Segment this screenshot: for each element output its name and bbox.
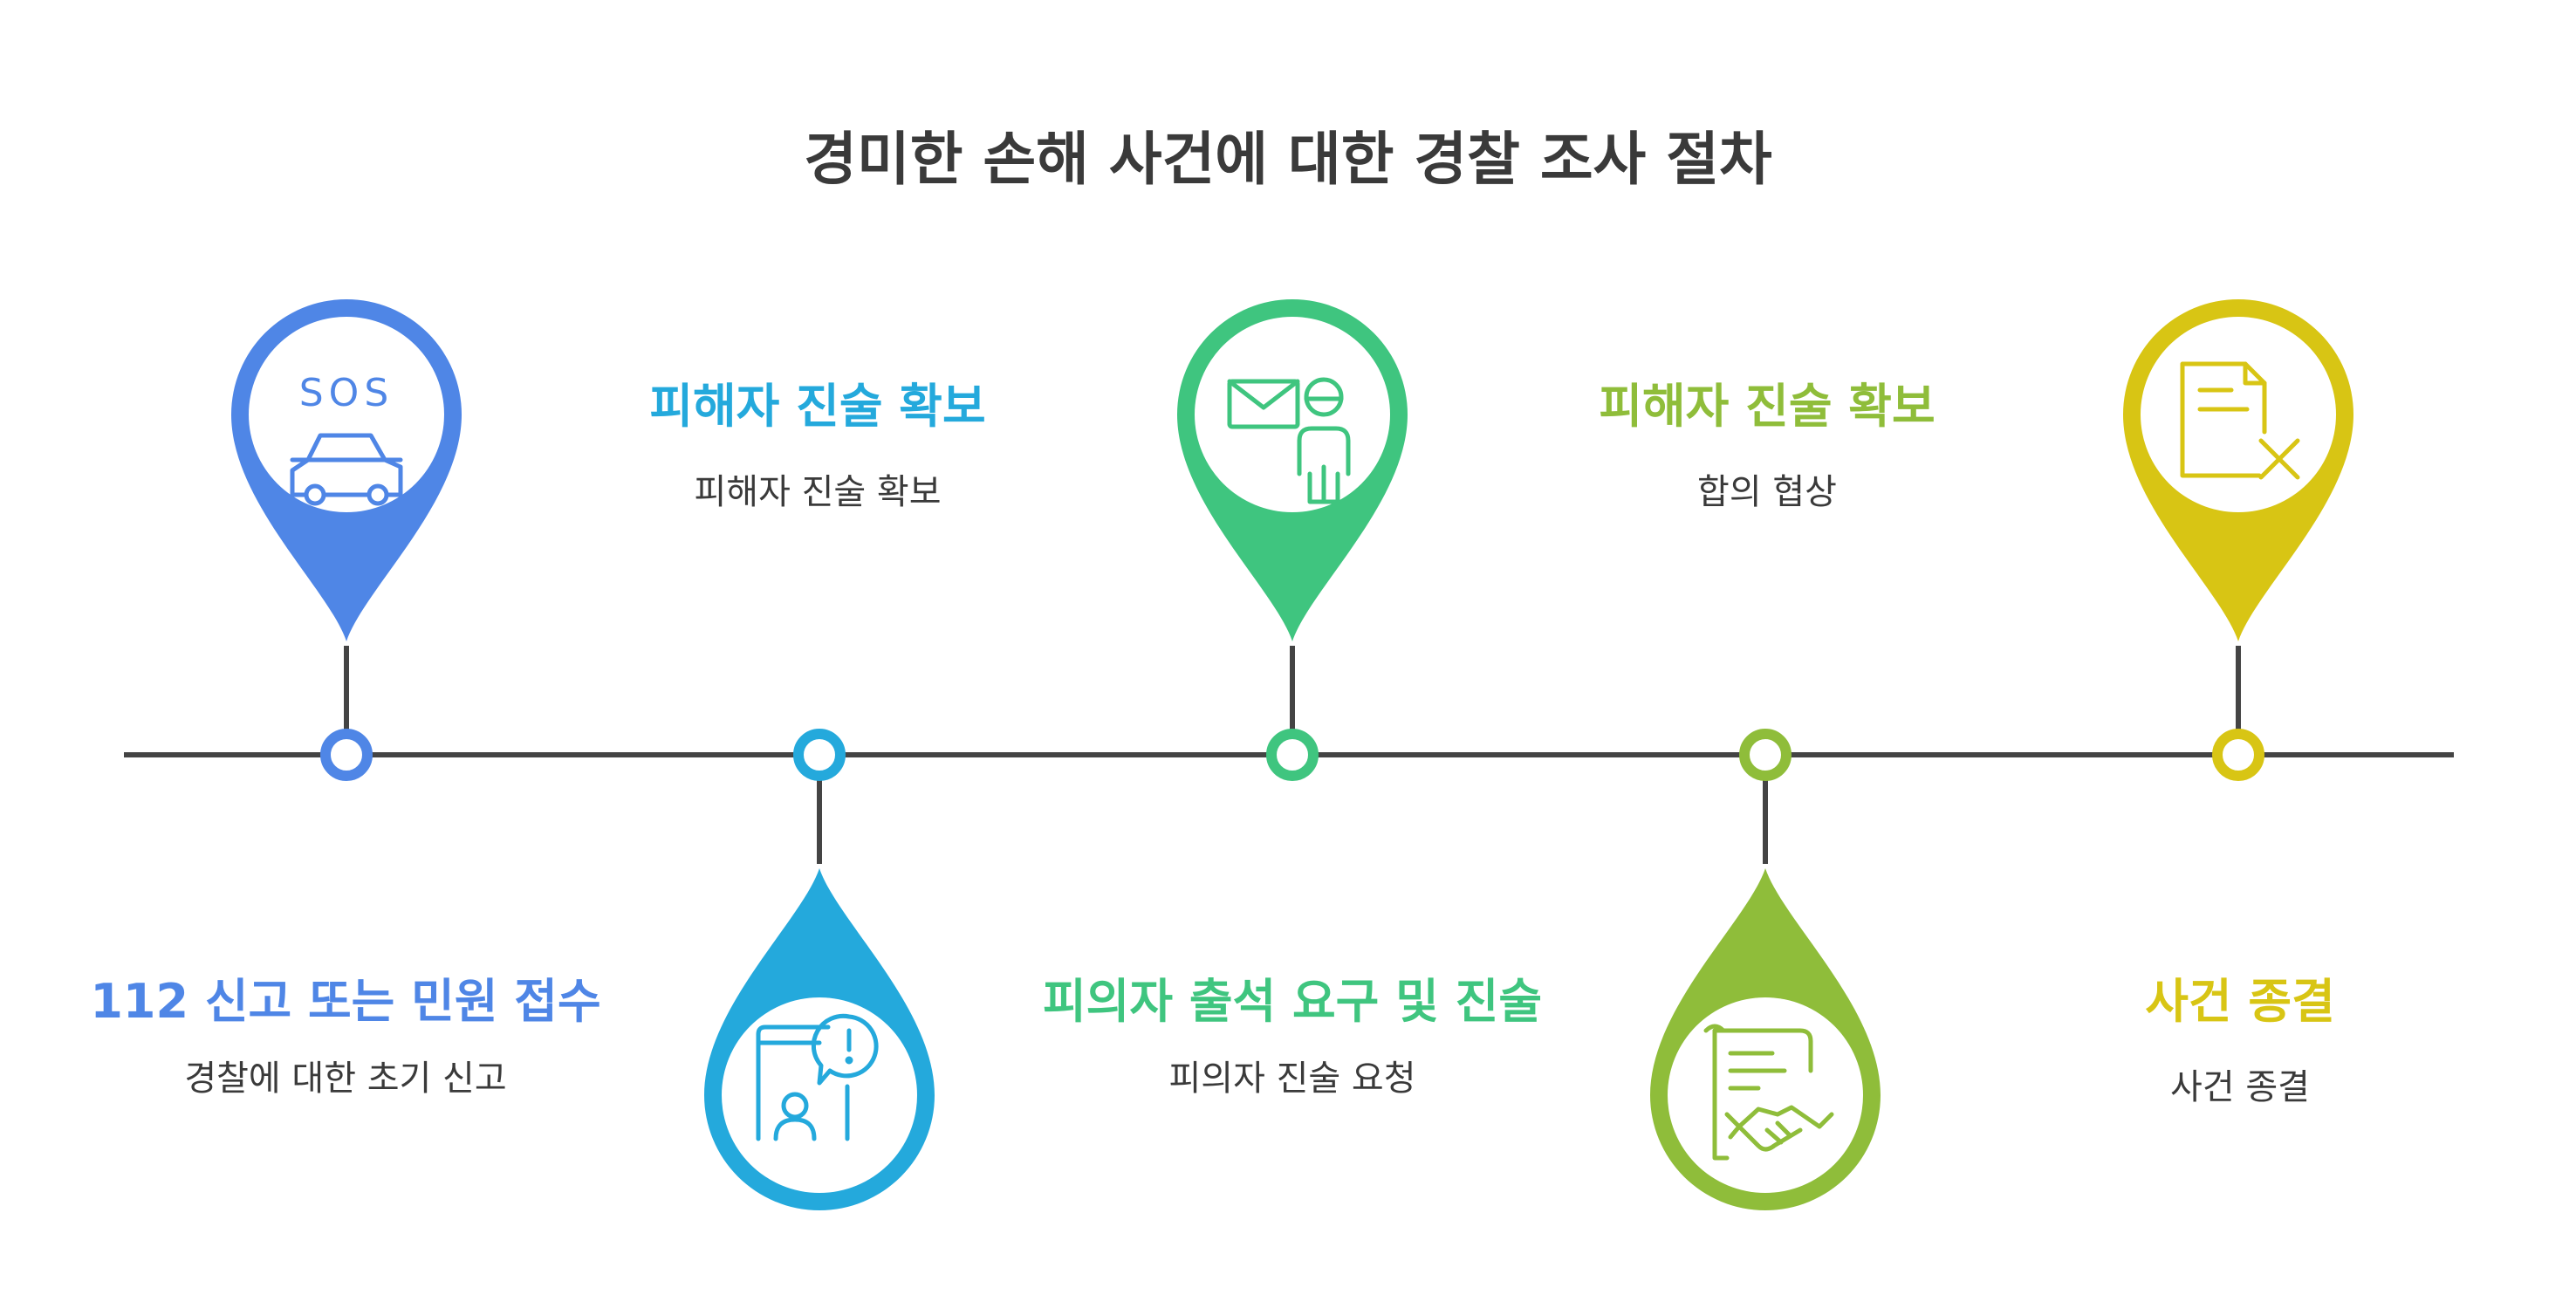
step-1-desc: 경찰에 대한 초기 신고 [184,1059,507,1099]
pin-1: SOS [231,299,462,641]
timeline-node-5 [2212,729,2264,781]
step-5-desc: 사건 종결 [2170,1067,2310,1107]
handshake-document-icon [1703,1024,1834,1161]
timeline-node-1 [320,729,373,781]
step-3-desc: 피의자 진술 요청 [1168,1059,1416,1099]
step-5-heading: 사건 종결 [2145,974,2335,1029]
step-2-text: 피해자 진술 확보 피해자 진술 확보 [512,375,1123,513]
sos-car-icon: SOS [290,371,403,506]
mail-person-icon [1227,377,1351,504]
pin-3 [1177,299,1408,641]
step-1-heading: 112 신고 또는 민원 접수 [90,974,601,1029]
sos-label: SOS [299,371,394,415]
pin-4 [1650,868,1881,1210]
connectors [344,646,2241,864]
step-2-desc: 피해자 진술 확보 [694,472,942,512]
step-4-text: 피해자 진술 확보 합의 협상 [1462,375,2072,513]
page-title: 경미한 손해 사건에 대한 경찰 조사 절차 [804,126,1772,193]
pin-5 [2123,299,2353,641]
step-4-desc: 합의 협상 [1697,472,1837,512]
step-3-text: 피의자 출석 요구 및 진술 피의자 진술 요청 [987,970,1598,1100]
step-1-text: 112 신고 또는 민원 접수 경찰에 대한 초기 신고 [40,970,651,1100]
timeline-node-4 [1739,729,1792,781]
step-2-heading: 피해자 진술 확보 [649,379,986,434]
step-5-text: 사건 종결 사건 종결 [1935,970,2545,1108]
pin-2 [704,868,935,1210]
document-close-icon [2180,361,2300,480]
phone-alert-icon [756,1013,879,1141]
timeline-node-2 [793,729,846,781]
timeline-node-3 [1266,729,1319,781]
step-4-heading: 피해자 진술 확보 [1599,379,1935,434]
step-3-heading: 피의자 출석 요구 및 진술 [1043,974,1542,1029]
